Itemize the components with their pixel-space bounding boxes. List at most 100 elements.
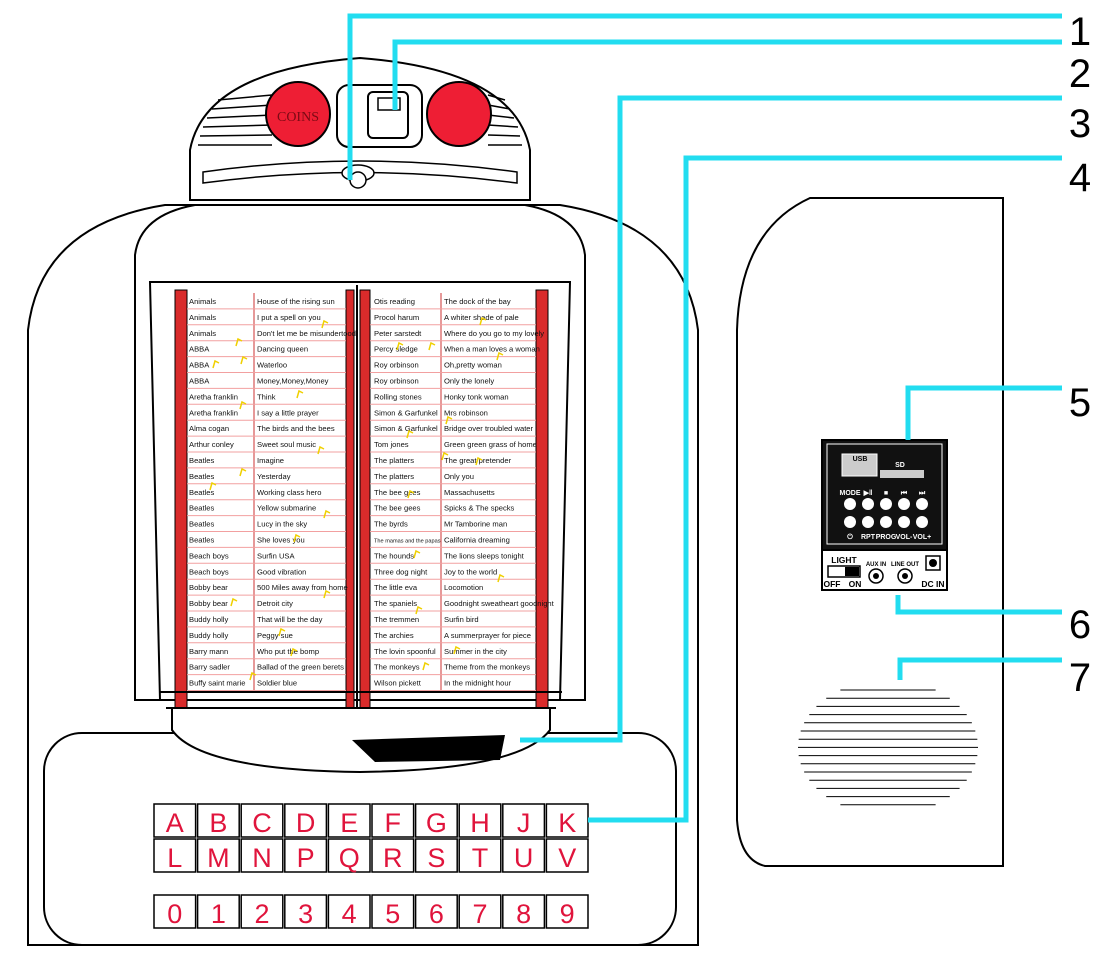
song-title: Yellow submarine xyxy=(257,504,316,513)
key-box xyxy=(240,838,284,873)
music-note-icon xyxy=(235,337,243,347)
song-artist: Animals xyxy=(189,329,216,338)
key-box xyxy=(502,803,546,838)
key-box xyxy=(153,838,197,873)
on-label: ON xyxy=(849,579,862,589)
panel-button-label: ▶‖ xyxy=(863,490,873,497)
dc-in-label: DC IN xyxy=(921,579,944,589)
key-letter: P xyxy=(297,843,315,873)
song-artist: Procol harum xyxy=(374,313,419,322)
panel-button xyxy=(898,516,910,528)
key-letter: G xyxy=(426,808,447,838)
song-title: Soldier blue xyxy=(257,679,297,688)
control-panel-inner xyxy=(826,443,943,545)
music-note-icon xyxy=(323,589,331,599)
key-letter: L xyxy=(167,843,182,873)
light-switch xyxy=(827,565,861,578)
song-title: Honky tonk woman xyxy=(444,392,509,401)
song-artist: Beatles xyxy=(189,488,215,497)
key-box xyxy=(458,803,502,838)
key-box xyxy=(371,803,415,838)
song-title: House of the rising sun xyxy=(257,297,335,306)
song-title: Think xyxy=(257,392,276,401)
song-title: Surfin bird xyxy=(444,615,479,624)
key-digit: 7 xyxy=(472,899,487,929)
songlist-red-mid-left xyxy=(345,289,355,709)
music-note-icon xyxy=(240,355,248,365)
song-artist: Barry mann xyxy=(189,647,228,656)
song-artist: Simon & Garfunkel xyxy=(374,408,438,417)
music-note-icon xyxy=(407,489,415,499)
panel-button-label: ■ xyxy=(884,490,888,497)
key-box xyxy=(545,894,589,929)
music-note-icon xyxy=(428,341,436,351)
panel-button xyxy=(862,516,874,528)
song-artist: Otis reading xyxy=(374,297,415,306)
song-artist: Roy orbinson xyxy=(374,361,419,370)
song-title: Good vibration xyxy=(257,567,306,576)
music-note-icon xyxy=(323,509,331,519)
song-title: Spicks & The specks xyxy=(444,504,515,513)
key-box xyxy=(240,803,284,838)
song-artist: Alma cogan xyxy=(189,424,229,433)
song-title: 500 Miles away from home xyxy=(257,583,348,592)
key-box xyxy=(284,838,328,873)
key-digit: 6 xyxy=(429,899,444,929)
music-note-icon xyxy=(296,389,304,399)
music-note-icon xyxy=(290,647,298,657)
key-digit: 2 xyxy=(254,899,269,929)
song-title: Joy to the world xyxy=(444,567,497,576)
song-title: A whiter shade of pale xyxy=(444,313,519,322)
song-artist: The archies xyxy=(374,631,414,640)
song-artist: ABBA xyxy=(189,345,210,354)
music-note-icon xyxy=(278,627,286,637)
panel-button-label: PROG xyxy=(876,534,897,541)
song-artist: Animals xyxy=(189,313,216,322)
song-title: Summer in the city xyxy=(444,647,507,656)
key-digit: 5 xyxy=(385,899,400,929)
key-digit: 1 xyxy=(211,899,226,929)
music-note-icon xyxy=(479,316,487,326)
song-artist: The platters xyxy=(374,456,414,465)
music-note-icon xyxy=(445,415,453,425)
song-row: Animals Don't let me be misundertood xyxy=(187,329,356,342)
song-artist: ABBA xyxy=(189,361,210,370)
key-box xyxy=(545,803,589,838)
key-letter: E xyxy=(340,808,358,838)
key-box xyxy=(153,894,197,929)
dome-grille xyxy=(198,94,522,146)
music-note-icon xyxy=(406,429,414,439)
key-letter: B xyxy=(209,808,227,838)
song-artist: Wilson pickett xyxy=(374,679,422,688)
key-letter: U xyxy=(514,843,534,873)
song-row: Procol harum A whiter shade of pale xyxy=(370,313,536,326)
song-title: Don't let me be misundertood xyxy=(257,329,356,338)
song-title: The dock of the bay xyxy=(444,297,511,306)
callout-number: 2 xyxy=(1069,52,1091,96)
